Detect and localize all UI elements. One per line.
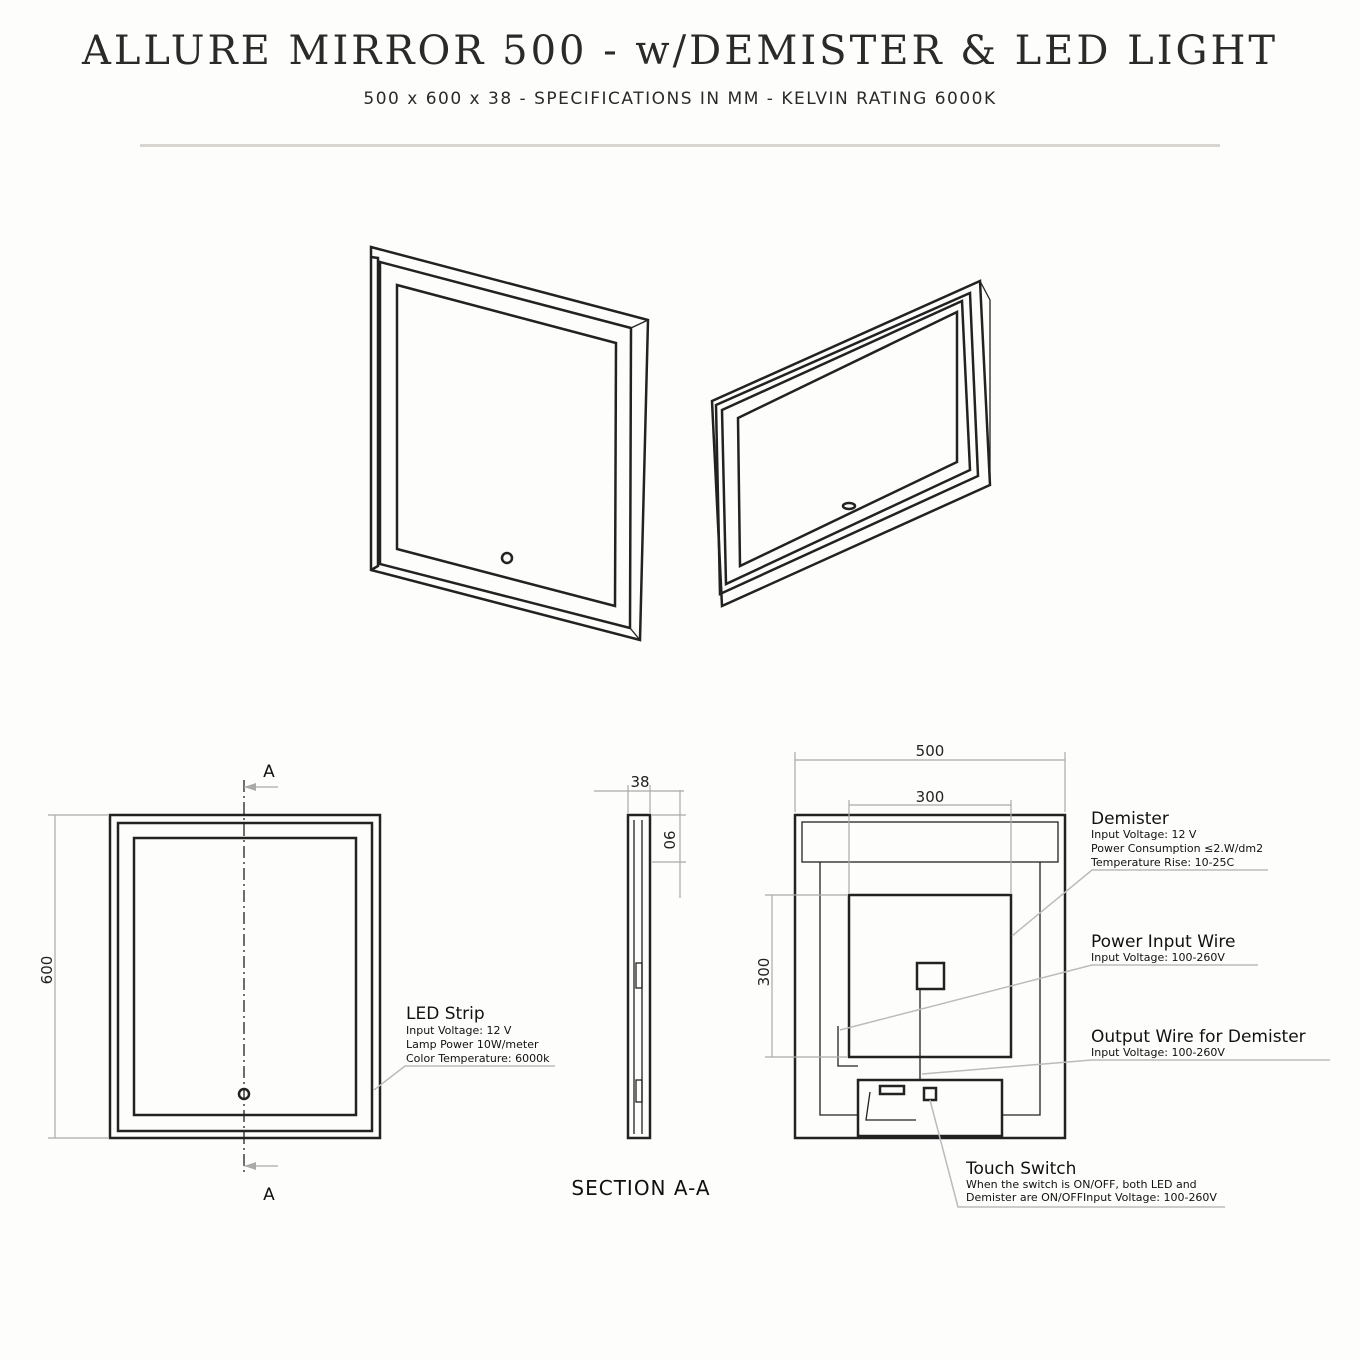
- svg-text:When the switch is ON/OFF, bot: When the switch is ON/OFF, both LED and: [966, 1178, 1197, 1191]
- width-dimension: 500: [916, 742, 945, 760]
- svg-text:Input Voltage: 100-260V: Input Voltage: 100-260V: [1091, 951, 1225, 964]
- callout-touch-switch: Touch Switch When the switch is ON/OFF, …: [965, 1159, 1217, 1204]
- svg-text:Color Temperature: 6000k: Color Temperature: 6000k: [406, 1052, 550, 1065]
- section-mark-top: A: [263, 762, 275, 782]
- callout-led-strip: LED Strip Input Voltage: 12 V Lamp Power…: [406, 1004, 550, 1065]
- svg-text:Input Voltage: 12 V: Input Voltage: 12 V: [406, 1024, 512, 1037]
- svg-text:Demister: Demister: [1091, 809, 1169, 829]
- depth-dimension: 38: [630, 773, 649, 791]
- svg-text:LED Strip: LED Strip: [406, 1004, 485, 1024]
- back-view: 500 300 300: [755, 742, 1330, 1208]
- svg-text:Power Input Wire: Power Input Wire: [1091, 932, 1235, 952]
- touch-switch-icon: [237, 1087, 251, 1101]
- callout-power-input-wire: Power Input Wire Input Voltage: 100-260V: [1091, 932, 1235, 964]
- section-mark-bottom: A: [263, 1185, 275, 1205]
- svg-text:Output Wire for Demister: Output Wire for Demister: [1091, 1027, 1306, 1047]
- section-view: 38 90 SECTION A-A: [571, 773, 710, 1200]
- isometric-view-angled: [710, 279, 992, 608]
- svg-text:Demister are ON/OFFInput Volta: Demister are ON/OFFInput Voltage: 100-26…: [966, 1191, 1217, 1204]
- page-subtitle: 500 x 600 x 38 - SPECIFICATIONS IN MM - …: [363, 89, 997, 109]
- svg-text:Power Consumption ≤2.W/dm2: Power Consumption ≤2.W/dm2: [1091, 842, 1263, 855]
- svg-text:Input Voltage: 12 V: Input Voltage: 12 V: [1091, 828, 1197, 841]
- offset-dimension: 90: [660, 830, 678, 849]
- svg-text:Input Voltage: 100-260V: Input Voltage: 100-260V: [1091, 1046, 1225, 1059]
- inner-width-dimension: 300: [916, 788, 945, 806]
- callout-demister: Demister Input Voltage: 12 V Power Consu…: [1090, 809, 1263, 869]
- svg-text:Touch Switch: Touch Switch: [965, 1159, 1076, 1179]
- section-label: SECTION A-A: [571, 1176, 710, 1200]
- height-dimension: 600: [38, 956, 56, 985]
- svg-text:Temperature Rise: 10-25C: Temperature Rise: 10-25C: [1090, 856, 1235, 869]
- isometric-view-front: [369, 245, 650, 642]
- inner-height-dimension: 300: [755, 958, 773, 987]
- touch-switch-icon: [841, 501, 857, 511]
- svg-text:Lamp Power 10W/meter: Lamp Power 10W/meter: [406, 1038, 539, 1051]
- front-view: A A 600: [38, 762, 555, 1205]
- header-divider: [140, 144, 1220, 147]
- callout-output-wire: Output Wire for Demister Input Voltage: …: [1091, 1027, 1306, 1059]
- touch-switch-icon: [500, 551, 514, 565]
- page-title: ALLURE MIRROR 500 - w/DEMISTER & LED LIG…: [81, 28, 1279, 74]
